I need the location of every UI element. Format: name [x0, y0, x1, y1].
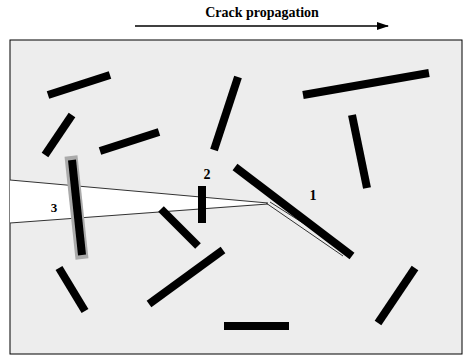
fiber	[149, 250, 223, 304]
fiber	[48, 75, 110, 95]
fibers	[45, 73, 429, 326]
fiber	[45, 115, 72, 155]
heading-label: Crack propagation	[205, 6, 319, 20]
fiber	[378, 268, 415, 323]
fiber	[198, 186, 206, 223]
callout-number: 1	[310, 189, 317, 203]
fiber	[235, 167, 352, 256]
fiber	[161, 209, 198, 246]
debond-crack	[266, 203, 343, 256]
crack-face	[10, 204, 268, 223]
matrix-frame	[10, 40, 462, 354]
fiber	[224, 322, 289, 330]
fiber	[303, 73, 429, 95]
fiber	[214, 77, 238, 150]
fiber	[72, 160, 82, 255]
fiber	[352, 115, 367, 188]
callout-number: 3	[51, 201, 58, 214]
fiber	[100, 132, 159, 151]
crack-opening	[10, 180, 268, 223]
crack-face	[10, 180, 268, 203]
fiber-halo	[71, 156, 82, 259]
callout-number: 2	[204, 168, 211, 182]
direction-arrow	[135, 25, 388, 27]
fiber	[59, 268, 85, 311]
